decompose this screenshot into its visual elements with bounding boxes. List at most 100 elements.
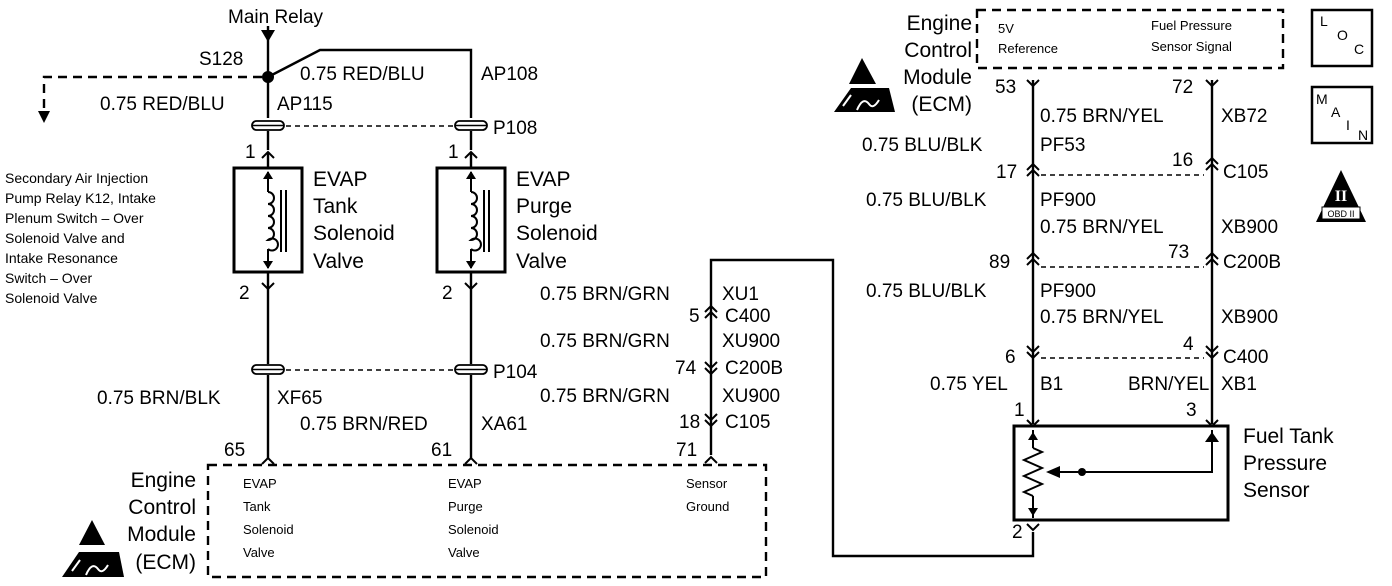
svg-text:Engine: Engine [131,469,196,492]
sensor-pin-2: 2 [1012,522,1023,543]
wire-ap115-circuit: AP115 [277,94,333,115]
svg-text:5V: 5V [998,21,1014,36]
svg-text:II: II [1335,188,1347,205]
right-wires [1026,79,1219,424]
svg-text:Solenoid: Solenoid [243,522,294,537]
ecm-pin-72: 72 [1172,77,1193,98]
svg-text:EVAP: EVAP [313,168,367,191]
ecm-pin-53: 53 [995,77,1016,98]
obd-ii-icon: II OBD II [1316,170,1366,222]
c400-pin-5: 5 [689,306,700,327]
svg-text:Intake Resonance: Intake Resonance [5,250,118,266]
ecm-evap-tank-pin: EVAP Tank Solenoid Valve [243,476,294,560]
wire-xu1-circuit: XU1 [722,284,759,305]
svg-text:Sensor Signal: Sensor Signal [1151,39,1232,54]
svg-text:Reference: Reference [998,41,1058,56]
wire-pf53-circuit: PF53 [1040,135,1085,156]
tank-pin-2: 2 [239,283,250,304]
svg-text:Module: Module [127,523,196,546]
svg-text:M: M [1316,91,1328,107]
esd-sensitive-icon-top [834,88,895,112]
c200b-pin-89: 89 [989,252,1010,273]
svg-text:Valve: Valve [313,250,364,273]
fuel-tank-pressure-sensor-label: Fuel Tank Pressure Sensor [1243,425,1334,502]
svg-text:Control: Control [904,39,972,62]
svg-text:Valve: Valve [448,545,480,560]
purge-pin-1: 1 [448,142,459,163]
ecm-top-title: Engine Control Module (ECM) [903,12,972,116]
c400-pin-6: 6 [1005,347,1016,368]
wire-b1-color: 0.75 YEL [930,374,1008,395]
svg-text:Tank: Tank [243,499,271,514]
wire-xf65-circuit: XF65 [277,388,322,409]
wire-pf900-color-b: 0.75 BLU/BLK [866,281,987,302]
p108-label: P108 [493,118,537,139]
svg-text:OBD II: OBD II [1327,209,1354,219]
svg-text:Solenoid Valve and: Solenoid Valve and [5,230,125,246]
warning-triangle-icon-top [849,58,876,84]
purge-pin-2: 2 [442,283,453,304]
svg-text:EVAP: EVAP [448,476,482,491]
svg-text:Module: Module [903,66,972,89]
svg-text:A: A [1331,104,1341,120]
svg-text:Fuel Tank: Fuel Tank [1243,425,1334,448]
p104-label: P104 [493,362,538,383]
svg-text:Solenoid: Solenoid [448,522,499,537]
wire-pf900-color-a: 0.75 BLU/BLK [866,190,987,211]
connector-p108 [251,120,488,150]
wire-xa61-color: 0.75 BRN/RED [300,414,428,435]
wire-xu900-color-a: 0.75 BRN/GRN [540,331,670,352]
wire-pf900-circuit-b: PF900 [1040,281,1096,302]
main-icon: M A I N [1310,85,1374,145]
c105-label-left: C105 [725,412,770,433]
ecm-fuel-pressure-signal-pin: Fuel Pressure Sensor Signal [1151,18,1232,54]
secondary-note: Secondary Air Injection Pump Relay K12, … [5,170,156,306]
svg-text:Purge: Purge [448,499,483,514]
c105-pin-17: 17 [996,162,1017,183]
c105-label-right: C105 [1223,162,1268,183]
wire-xb72-circuit: XB72 [1221,106,1267,127]
evap-tank-label: EVAP Tank Solenoid Valve [313,168,395,273]
wire-ap108-circuit: AP108 [481,64,538,85]
svg-text:Fuel Pressure: Fuel Pressure [1151,18,1232,33]
wire-xb72-color: 0.75 BRN/YEL [1040,106,1164,127]
connector-p104 [251,364,488,458]
svg-text:Control: Control [128,496,196,519]
main-relay-label: Main Relay [228,7,324,28]
ecm-evap-purge-pin: EVAP Purge Solenoid Valve [448,476,499,560]
svg-text:Engine: Engine [907,12,972,35]
ecm-5v-reference-pin: 5V Reference [998,21,1058,56]
svg-text:EVAP: EVAP [516,168,570,191]
evap-tank-solenoid [232,166,304,274]
wire-xu900-circuit-b: XU900 [722,386,780,407]
svg-text:(ECM): (ECM) [911,93,972,116]
ecm-pin-61: 61 [431,440,452,461]
svg-text:L: L [1320,13,1328,29]
ecm-bottom-box [206,463,768,579]
c400-label-right: C400 [1223,347,1268,368]
svg-text:Sensor: Sensor [1243,479,1310,502]
wire-pf900-circuit-a: PF900 [1040,190,1096,211]
svg-text:Tank: Tank [313,195,358,218]
wire-pf53-color: 0.75 BLU/BLK [862,135,983,156]
splice-label: S128 [199,49,243,70]
wire-xb900-color-b: 0.75 BRN/YEL [1040,307,1164,328]
ecm-bottom-title: Engine Control Module (ECM) [127,469,196,574]
svg-text:Sensor: Sensor [686,476,728,491]
wire-xu900-color-b: 0.75 BRN/GRN [540,386,670,407]
sensor-ground-wire [704,258,1035,558]
sensor-pin-1: 1 [1014,400,1025,421]
svg-text:EVAP: EVAP [243,476,277,491]
svg-text:O: O [1337,27,1348,43]
svg-text:Solenoid Valve: Solenoid Valve [5,290,98,306]
evap-purge-solenoid [435,166,507,274]
svg-text:Solenoid: Solenoid [313,222,395,245]
wire-xb1-circuit: XB1 [1221,374,1257,395]
loc-icon: L O C [1310,8,1374,68]
svg-text:Plenum Switch – Over: Plenum Switch – Over [5,210,144,226]
wire-ap108-color: 0.75 RED/BLU [300,64,425,85]
warning-triangle-icon [79,520,105,545]
svg-text:C: C [1354,41,1364,57]
svg-text:Switch – Over: Switch – Over [5,270,92,286]
